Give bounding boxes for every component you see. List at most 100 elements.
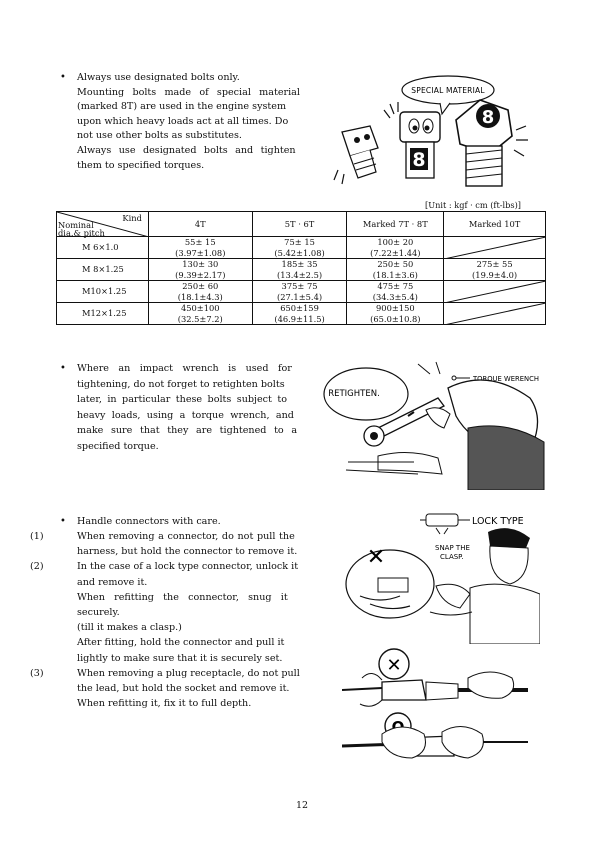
text-line: upon which heavy loads act at all times.… xyxy=(77,115,289,127)
cell-ftlbs: (5.42±1.08) xyxy=(274,247,325,258)
cell-kgf: 250± 50 xyxy=(377,259,414,269)
cell-kgf: 55± 15 xyxy=(184,237,216,247)
table-cell: 375± 75(27.1±5.4) xyxy=(251,280,348,303)
row-label: M10×1.25 xyxy=(56,280,149,303)
cell-kgf: 275± 55 xyxy=(476,259,513,269)
page-number: 12 xyxy=(296,800,309,811)
wrong-mark: ✕ xyxy=(367,545,385,570)
wrong-mark: ✕ xyxy=(386,655,401,676)
cell-ftlbs: (46.9±11.5) xyxy=(274,313,325,324)
table-cell: 450±100(32.5±7.2) xyxy=(147,302,253,325)
cell-kgf: 250± 60 xyxy=(182,281,219,291)
cell-ftlbs: (34.3±5.4) xyxy=(372,291,418,302)
list-item: (3) When removing a plug receptacle, do n… xyxy=(30,666,300,712)
text-line: (marked 8T) are used in the engine syste… xyxy=(77,101,287,113)
text-line: When removing a plug receptacle, do not … xyxy=(77,667,300,679)
column-header: Marked 10T xyxy=(443,211,546,237)
text-line: lightly to make sure that it is securely… xyxy=(77,652,283,664)
cell-kgf: 130± 30 xyxy=(182,259,219,269)
plug-removal-correct-illustration: O xyxy=(342,712,528,759)
text-line: In the case of a lock type connector, un… xyxy=(77,561,299,573)
torque-wrench-illustration: RETIGHTEN. TORQUE WERENCH xyxy=(323,361,545,490)
table-cell: 275± 55(19.9±4.0) xyxy=(443,258,546,281)
table-row: M 8×1.25 130± 30(9.39±2.17) 185± 35(13.4… xyxy=(56,258,546,281)
snap-clasp-caption-1: SNAP THE xyxy=(435,544,470,552)
table-cell: 55± 15(3.97±1.08) xyxy=(147,236,253,259)
table-row: M 6×1.0 55± 15(3.97±1.08) 75± 15(5.42±1.… xyxy=(56,236,547,259)
bullet: • xyxy=(60,72,66,83)
torque-wrench-caption: TORQUE WERENCH xyxy=(472,375,539,383)
text-line: (till it makes a clasp.) xyxy=(77,622,182,634)
corner-nominal-line2: dia.& pitch xyxy=(58,228,105,238)
text-line: When refitting it, fix it to full depth. xyxy=(77,698,252,710)
cell-ftlbs: (65.0±10.8) xyxy=(370,313,421,324)
cell-ftlbs: (7.22±1.44) xyxy=(370,247,421,258)
bullet: • xyxy=(60,516,66,527)
item-number: (3) xyxy=(30,667,44,679)
cell-kgf: 75± 15 xyxy=(284,237,315,247)
cell-ftlbs: (18.1±3.6) xyxy=(372,269,418,280)
lock-type-caption: LOCK TYPE xyxy=(472,516,524,527)
cell-ftlbs: (27.1±5.4) xyxy=(276,291,323,302)
corner-nominal-line1: Nominal xyxy=(58,220,94,230)
section3-heading: Handle connectors with care. xyxy=(77,516,221,527)
section1-paragraph: Always use designated bolts only. Mounti… xyxy=(77,71,300,173)
text-line: harness, but hold the connector to remov… xyxy=(77,546,298,558)
text-line: heavy loads, using a torque wrench, and xyxy=(77,409,294,421)
text-line: Where an impact wrench is used for xyxy=(77,363,292,374)
table-cell: 900±150(65.0±10.8) xyxy=(346,302,445,325)
cell-ftlbs: (3.97±1.08) xyxy=(175,247,226,258)
section2-paragraph: Where an impact wrench is used for tight… xyxy=(77,361,297,455)
diagonal-line xyxy=(444,303,547,325)
special-material-caption: SPECIAL MATERIAL xyxy=(411,86,485,95)
cell-kgf: 450±100 xyxy=(180,303,220,313)
text-line: Mounting bolts made of special material xyxy=(77,86,300,98)
text-line: When removing a connector, do not pull t… xyxy=(77,531,295,542)
diagonal-line xyxy=(57,212,149,237)
lock-type-connector-illustration: LOCK TYPE SNAP THE CLASP. ✕ xyxy=(345,513,540,644)
table-cell-empty xyxy=(443,280,547,303)
diagonal-line xyxy=(444,237,547,259)
item-number: (1) xyxy=(30,531,44,542)
column-header: Marked 7T · 8T xyxy=(346,211,445,237)
text-line: Always use designated bolts and tighten xyxy=(77,144,296,156)
bolt-mark-8: 8 xyxy=(412,149,425,171)
plug-removal-wrong-illustration: ✕ xyxy=(342,648,528,707)
text-line: the lead, but hold the socket and remove… xyxy=(77,683,290,695)
text-line: securely. xyxy=(77,607,120,619)
text-line: specified torque. xyxy=(77,440,159,452)
text-line: After fitting, hold the connector and pu… xyxy=(77,637,285,649)
text-line: tightening, do not forget to retighten b… xyxy=(77,378,285,390)
table-cell: 100± 20(7.22±1.44) xyxy=(346,236,445,259)
unit-label: [Unit : kgf · cm (ft-lbs)] xyxy=(425,200,521,210)
cell-ftlbs: (18.1±4.3) xyxy=(177,291,223,302)
snap-clasp-caption-2: CLASP. xyxy=(440,553,464,561)
section3-list: (1) When removing a connector, do not pul… xyxy=(30,529,300,711)
cell-kgf: 900±150 xyxy=(376,303,415,313)
special-material-bolts-illustration: SPECIAL MATERIAL 8 8 xyxy=(333,75,528,187)
cell-kgf: 185± 35 xyxy=(281,259,318,269)
cell-kgf: 100± 20 xyxy=(377,237,414,247)
item-number: (2) xyxy=(30,561,44,573)
text-line: them to specified torques. xyxy=(77,159,205,171)
table-row: M12×1.25 450±100(32.5±7.2) 650±159(46.9±… xyxy=(56,302,547,325)
table-cell: 250± 60(18.1±4.3) xyxy=(147,280,253,303)
table-cell: 250± 50(18.1±3.6) xyxy=(346,258,445,281)
column-header: 4T xyxy=(147,211,253,237)
column-header: 5T · 6T xyxy=(251,211,348,237)
text-line: not use other bolts as substitutes. xyxy=(77,130,242,142)
bolt-mark-8: 8 xyxy=(482,107,495,128)
table-cell: 185± 35(13.4±2.5) xyxy=(251,258,348,281)
text-line: make sure that they are tightened to a xyxy=(77,425,298,437)
table-row: M10×1.25 250± 60(18.1±4.3) 375± 75(27.1±… xyxy=(56,280,547,303)
row-label: M 6×1.0 xyxy=(56,236,149,259)
table-cell: 130± 30(9.39±2.17) xyxy=(147,258,253,281)
table-cell: 475± 75(34.3±5.4) xyxy=(346,280,445,303)
diagonal-line xyxy=(444,281,547,303)
table-cell-empty xyxy=(443,302,547,325)
cell-ftlbs: (13.4±2.5) xyxy=(276,269,323,280)
list-item: (2) In the case of a lock type connector,… xyxy=(30,559,300,665)
table-cell-empty xyxy=(443,236,547,259)
